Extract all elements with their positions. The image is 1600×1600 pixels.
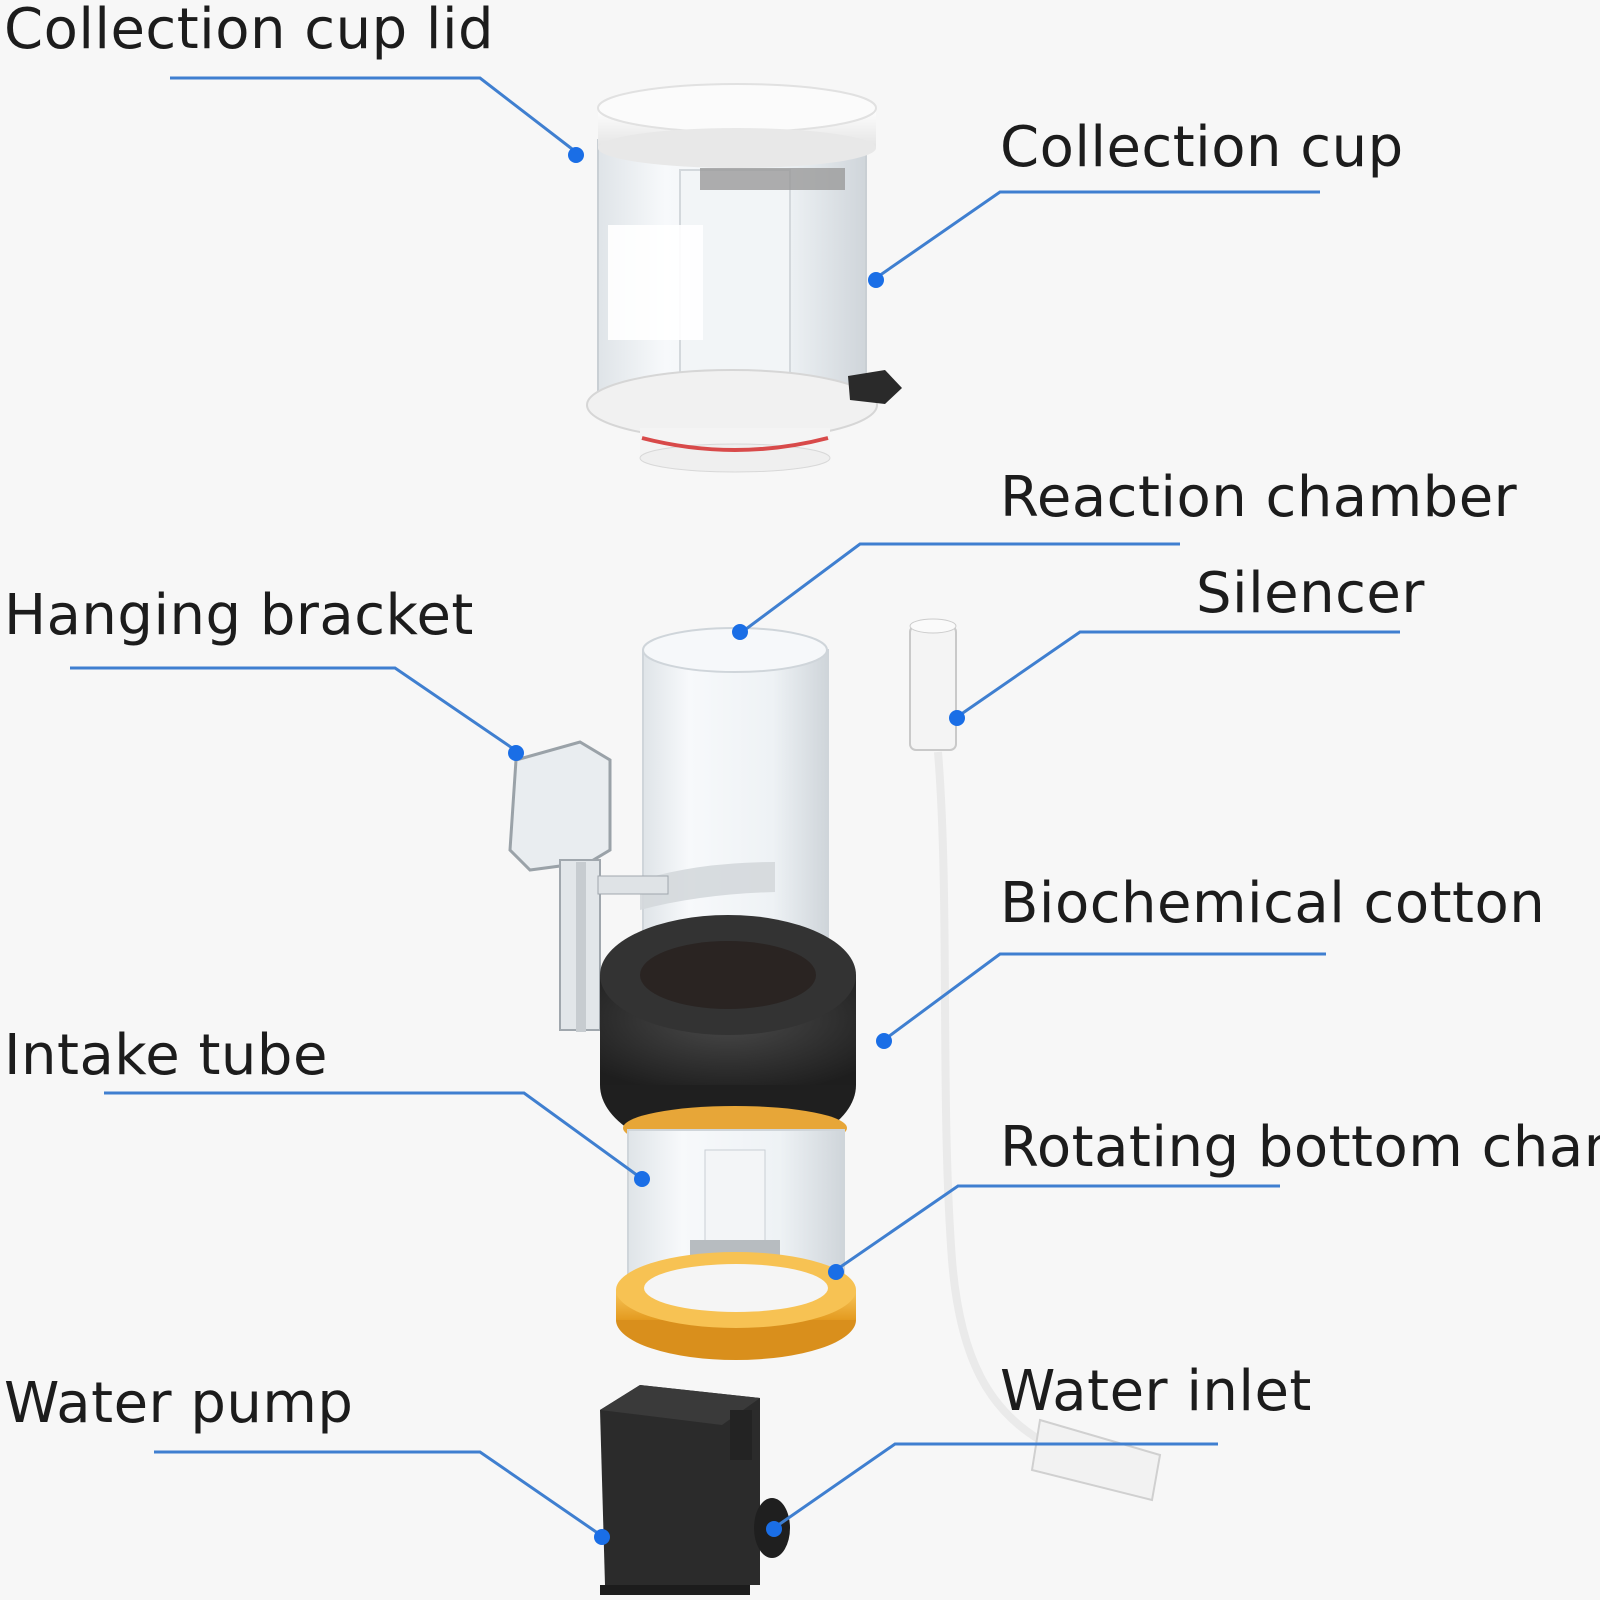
dot-intake-tube <box>634 1171 650 1187</box>
silencer-illustration <box>909 618 1162 1502</box>
dot-water-inlet <box>766 1521 782 1537</box>
dot-biochemical-cotton <box>876 1033 892 1049</box>
label-intake-tube: Intake tube <box>4 1023 328 1088</box>
hanging-bracket-illustration <box>508 740 669 1032</box>
marker-dots <box>508 147 965 1545</box>
leader-lines <box>70 76 1400 1538</box>
label-water-inlet: Water inlet <box>1000 1359 1312 1424</box>
leader-water-pump <box>154 1450 603 1538</box>
lower-chamber-illustration <box>616 1106 856 1360</box>
dot-collection-cup-lid <box>568 147 584 163</box>
label-biochemical-cotton: Biochemical cotton <box>1000 871 1546 936</box>
leader-collection-cup <box>875 190 1320 280</box>
label-water-pump: Water pump <box>4 1371 354 1436</box>
collection-cup-illustration <box>586 83 902 473</box>
leader-collection-cup-lid <box>170 76 577 154</box>
dot-rotating-bottom-chamber <box>828 1264 844 1280</box>
label-collection-cup-lid: Collection cup lid <box>4 0 495 62</box>
dot-hanging-bracket <box>508 745 524 761</box>
leader-biochemical-cotton <box>883 952 1326 1042</box>
label-collection-cup: Collection cup <box>1000 115 1404 180</box>
label-reaction-chamber: Reaction chamber <box>1000 465 1518 530</box>
leader-silencer <box>956 630 1400 719</box>
leader-water-inlet <box>773 1442 1218 1530</box>
label-rotating-bottom-chamber: Rotating bottom cham <box>1000 1115 1600 1180</box>
dot-water-pump <box>594 1529 610 1545</box>
leader-hanging-bracket <box>70 666 519 754</box>
dot-collection-cup <box>868 272 884 288</box>
label-silencer: Silencer <box>1196 561 1425 626</box>
leader-rotating-bottom-chamber <box>835 1184 1280 1272</box>
leader-intake-tube <box>104 1091 642 1180</box>
label-hanging-bracket: Hanging bracket <box>4 583 474 648</box>
dot-reaction-chamber <box>732 624 748 640</box>
leader-reaction-chamber <box>741 542 1180 634</box>
water-pump-illustration <box>600 1385 790 1595</box>
dot-silencer <box>949 710 965 726</box>
